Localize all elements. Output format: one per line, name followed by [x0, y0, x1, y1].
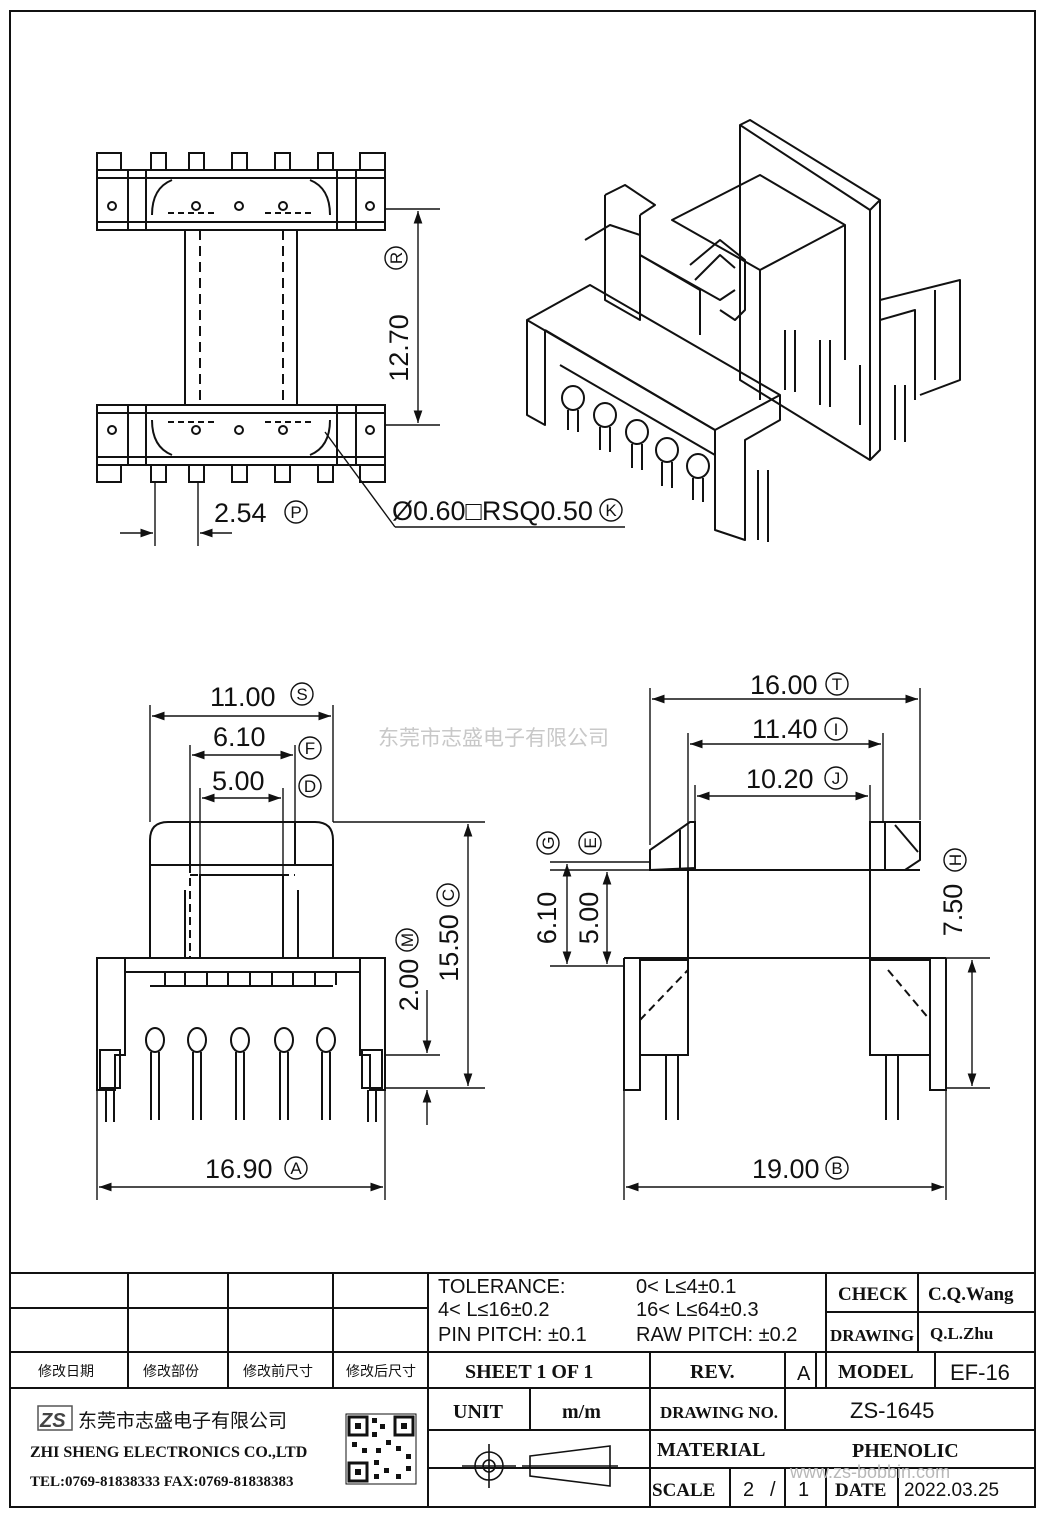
tolerance-label: TOLERANCE:: [438, 1276, 565, 1298]
tag-f: F: [305, 739, 315, 758]
tag-b: B: [831, 1159, 842, 1178]
raw-pitch: RAW PITCH: ±0.2: [636, 1324, 797, 1346]
dim-height-750: 7.50: [938, 884, 968, 937]
unit-label: UNIT: [453, 1401, 504, 1423]
tag-t: T: [832, 675, 842, 694]
dim-width-1900: 19.00: [752, 1154, 820, 1184]
rev-header-date: 修改日期: [38, 1363, 94, 1379]
watermark-site: www.zs-bobbin.com: [789, 1462, 950, 1482]
front-view-dimensions: [96, 705, 485, 1200]
dim-width-1100: 11.00: [210, 682, 276, 712]
check-value: C.Q.Wang: [928, 1284, 1014, 1305]
tolerance-1: 0< L≤4±0.1: [636, 1276, 736, 1298]
bottom-flange-tabs: [96, 464, 386, 483]
sheet-border: [9, 10, 1036, 1508]
tag-c: C: [439, 889, 458, 901]
rev-value: A: [797, 1363, 811, 1385]
dim-pin-size: Ø0.60□RSQ0.50: [392, 496, 593, 526]
top-view: [96, 152, 386, 483]
qr-code-icon: [345, 1413, 417, 1485]
scale-label: SCALE: [652, 1480, 715, 1501]
iso-pins: [561, 385, 769, 542]
dim-height-1270: 12.70: [384, 314, 414, 382]
tag-j: J: [832, 769, 841, 788]
pin-pitch: PIN PITCH: ±0.1: [438, 1324, 587, 1346]
top-flange-tabs: [96, 152, 386, 171]
scale-numerator: 2: [743, 1479, 754, 1501]
drawing-no-label: DRAWING NO.: [660, 1403, 778, 1422]
dim-height-1550: 15.50: [434, 914, 464, 982]
dim-width-1020: 10.20: [746, 764, 814, 794]
dim-width-1140: 11.40: [752, 714, 818, 744]
side-view-dimensions: [550, 688, 990, 1200]
company-contact: TEL:0769-81838333 FAX:0769-81838383: [30, 1474, 293, 1490]
rev-header-before: 修改前尺寸: [243, 1363, 313, 1379]
tag-i: I: [834, 720, 839, 739]
dim-pitch-254: 2.54: [214, 498, 267, 528]
check-label: CHECK: [838, 1284, 908, 1305]
logo-text: ZS: [39, 1410, 66, 1432]
tag-a: A: [290, 1159, 302, 1178]
dim-width-1690: 16.90: [205, 1154, 273, 1184]
side-view: [623, 821, 947, 1120]
sheet-count: SHEET 1 OF 1: [465, 1361, 593, 1383]
model-label: MODEL: [838, 1361, 914, 1383]
tag-h: H: [946, 854, 965, 866]
rev-header-after: 修改后尺寸: [346, 1363, 416, 1379]
company-name-cn: 东莞市志盛电子有限公司: [78, 1410, 287, 1432]
drawing-label: DRAWING: [830, 1326, 914, 1345]
company-name-en: ZHI SHENG ELECTRONICS CO.,LTD: [30, 1444, 307, 1461]
projection-symbol-icon: [462, 1444, 618, 1488]
scale-denominator: 1: [798, 1479, 809, 1501]
dim-width-610: 6.10: [213, 722, 266, 752]
dim-height-610: 6.10: [532, 892, 562, 945]
title-block-grid: [10, 1272, 1035, 1507]
date-value: 2022.03.25: [904, 1480, 999, 1501]
dim-height-200: 2.00: [394, 959, 424, 1012]
front-view: [96, 821, 386, 1122]
drawing-no-value: ZS-1645: [850, 1398, 934, 1423]
unit-value: m/m: [562, 1401, 601, 1423]
dim-width-500: 5.00: [212, 766, 265, 796]
isometric-view: [526, 119, 961, 542]
drawing-value: Q.L.Zhu: [930, 1324, 993, 1343]
top-view-dimensions: [120, 208, 625, 546]
dim-width-1600: 16.00: [750, 670, 818, 700]
material-value: PHENOLIC: [852, 1440, 959, 1462]
model-value: EF-16: [950, 1360, 1010, 1385]
front-pin-slots: [164, 972, 337, 985]
tolerance-2: 4< L≤16±0.2: [438, 1299, 549, 1321]
dim-height-500: 5.00: [574, 892, 604, 945]
tag-k: K: [605, 501, 617, 520]
rev-header-part: 修改部份: [143, 1363, 199, 1379]
scale-separator: /: [770, 1479, 776, 1501]
watermark-company: 东莞市志盛电子有限公司: [378, 727, 609, 750]
tag-s: S: [296, 685, 307, 704]
tag-d: D: [304, 777, 316, 796]
tag-p: P: [290, 503, 301, 522]
date-label: DATE: [835, 1480, 886, 1501]
tag-e: E: [581, 837, 600, 848]
company-logo: ZS: [37, 1405, 73, 1432]
tag-g: G: [539, 836, 558, 849]
tag-m: M: [398, 933, 417, 947]
material-label: MATERIAL: [657, 1439, 766, 1461]
rev-label: REV.: [690, 1361, 735, 1383]
front-pins: [99, 1027, 383, 1122]
tag-r: R: [387, 252, 406, 264]
tolerance-3: 16< L≤64±0.3: [636, 1299, 759, 1321]
